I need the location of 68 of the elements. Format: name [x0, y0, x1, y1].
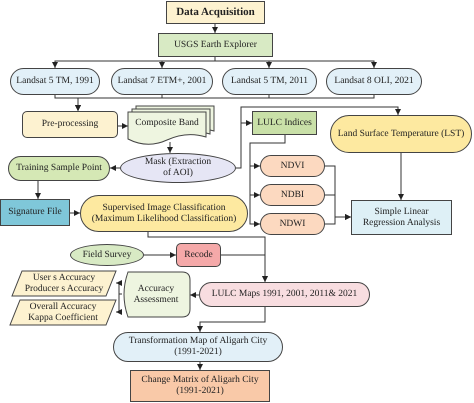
- connector-arrow: [197, 362, 203, 370]
- node-label: LULC Maps 1991, 2001, 2011& 2021: [212, 289, 358, 300]
- process-box: [351, 200, 452, 235]
- node-label: Change Matrix of Aligarh City (1991-2021): [140, 375, 260, 397]
- node-label: USGS Earth Explorer: [174, 40, 257, 50]
- process-box: [0, 199, 70, 226]
- process-box: [252, 111, 317, 135]
- node-label: LULC Indices: [257, 118, 312, 128]
- stored-data-shape: [122, 272, 190, 317]
- terminal-box: [199, 282, 370, 307]
- node-label: Simple Linear Regression Analysis: [362, 206, 442, 228]
- terminal-box: [111, 68, 213, 95]
- connector-arrow: [197, 306, 266, 332]
- node-label: Recode: [184, 250, 213, 260]
- connector-arrow: [250, 134, 286, 227]
- terminal-box: [222, 68, 317, 95]
- node-label: Accuracy Assessment: [132, 284, 180, 306]
- terminal-box: [80, 195, 248, 232]
- terminal-box: [260, 213, 325, 235]
- connector-arrow: [212, 24, 218, 34]
- node-label: NDBI: [280, 190, 304, 200]
- node-label: Supervised Image Classification (Maximum Likelihood Classification): [90, 202, 238, 224]
- document-stack: [128, 106, 214, 142]
- connector-arrow: [70, 210, 80, 216]
- connector-arrow: [35, 180, 41, 200]
- node-label: Signature File: [8, 207, 62, 218]
- connector-arrow: [110, 165, 120, 171]
- node-label: Training Sample Point: [16, 163, 102, 174]
- node-label: Landsat 8 OLI, 2021: [334, 76, 414, 87]
- node-label: Field Survey: [82, 250, 132, 260]
- node-label: Landsat 5 TM, 2011: [230, 76, 308, 87]
- node-label: NDVI: [280, 160, 304, 172]
- node-label: Composite Band: [135, 118, 199, 128]
- connector-arrow: [190, 292, 200, 298]
- data-parallelogram: [12, 271, 116, 296]
- terminal-box: [8, 156, 110, 181]
- node-label: Landsat 5 TM, 1991: [16, 76, 94, 87]
- terminal-box: [10, 68, 100, 95]
- terminal-box: [260, 184, 325, 206]
- node-label: Land Surface Temperature (LST): [338, 128, 464, 140]
- node-label: Landsat 7 ETM+, 2001: [118, 76, 206, 87]
- node-label: Mask (Extraction of AOI): [144, 157, 212, 179]
- connector-arrow: [118, 123, 128, 129]
- connector-arrow: [116, 280, 122, 294]
- node-label: User s Accuracy Producer s Accuracy: [24, 272, 104, 294]
- connector-arrow: [220, 254, 268, 282]
- data-parallelogram: [10, 300, 116, 325]
- terminal-box: [330, 115, 472, 153]
- terminal-box: [260, 155, 325, 177]
- connector-arrow: [398, 152, 404, 200]
- process-box: [130, 370, 270, 402]
- connector-arrow: [144, 252, 176, 258]
- node-label: Pre-processing: [42, 119, 98, 130]
- node-label: NDWI: [280, 218, 306, 230]
- connector-arrow: [167, 142, 173, 154]
- node-label: Overall Accuracy Kappa Coefficient: [27, 302, 99, 324]
- terminal-box: [326, 68, 422, 95]
- process-box: [166, 1, 265, 24]
- connector-arrow: [236, 106, 401, 168]
- connector-arrow: [116, 294, 122, 315]
- connector-arrow: [324, 214, 352, 224]
- terminal-box: [113, 332, 283, 362]
- process-box: [176, 243, 221, 267]
- node-label: Data Acquisition: [176, 6, 255, 19]
- process-box: [158, 33, 273, 57]
- process-box: [22, 111, 118, 138]
- node-label: Transformation Map of Aligarh City (1991-2021): [128, 336, 268, 358]
- connector-arrow: [75, 94, 374, 112]
